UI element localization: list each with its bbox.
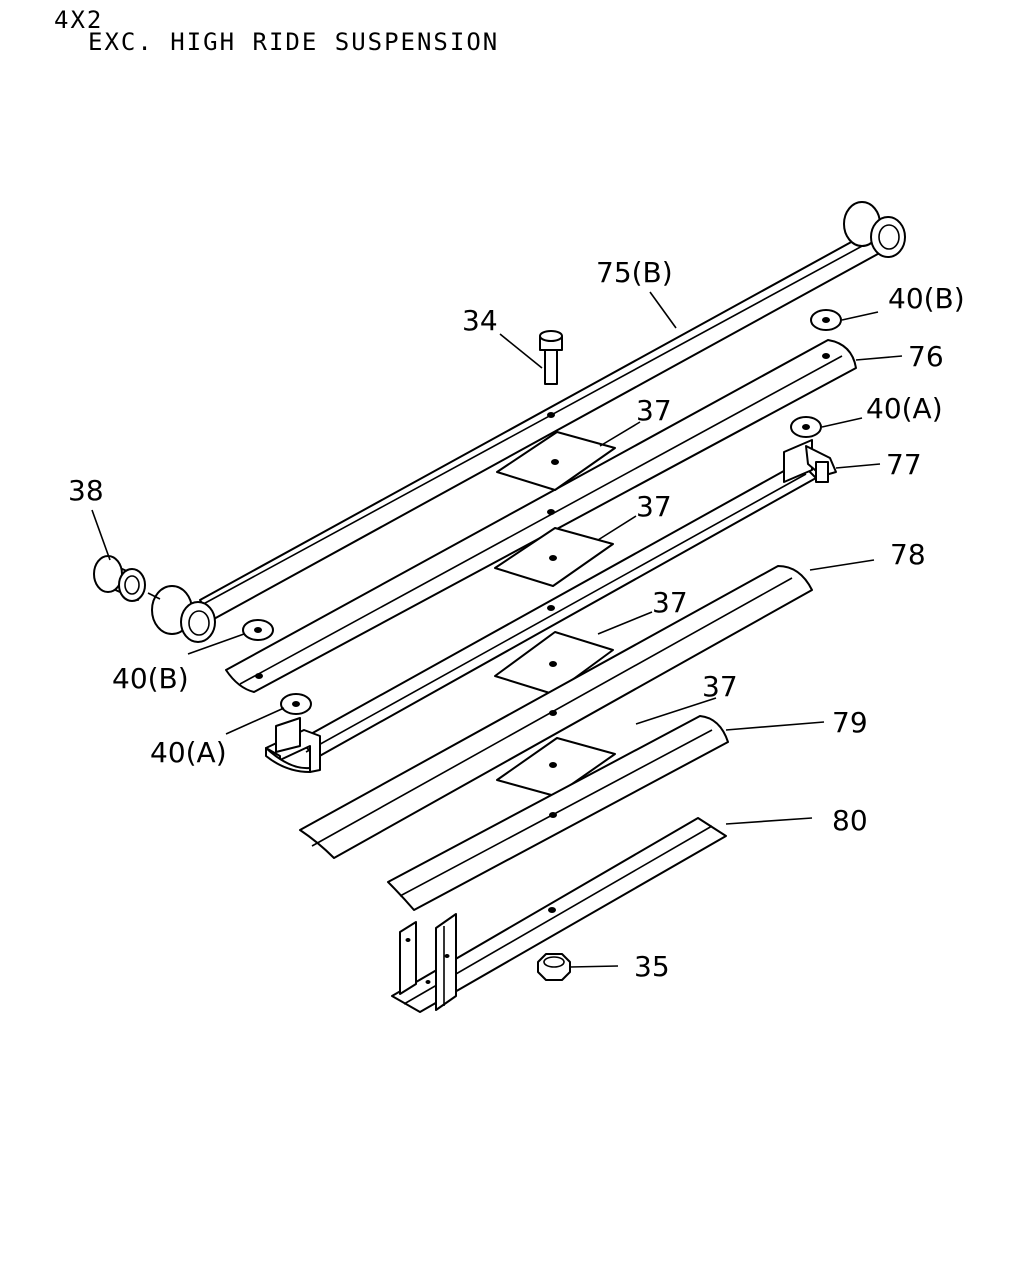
center-bolt-34: [539, 330, 563, 385]
callout-75b: 75(B): [596, 256, 673, 289]
callout-76: 76: [908, 340, 944, 373]
callout-labels: 75(B) 34 40(B) 76 40(A) 77 37 37 37 37 7…: [68, 256, 965, 983]
pad-40b-front: [242, 619, 274, 641]
callout-40a-rear: 40(A): [866, 392, 943, 425]
main-leaf-75b: [151, 201, 906, 643]
header-variant: 4X2: [54, 6, 104, 34]
leader-lines: [91, 291, 903, 968]
callout-37-3: 37: [652, 586, 688, 619]
callout-40b-front: 40(B): [112, 662, 189, 695]
leaf-78: [299, 565, 813, 859]
plate-37-2: [494, 527, 614, 587]
pad-40b-rear: [810, 309, 842, 331]
callout-35: 35: [634, 950, 670, 983]
callout-78: 78: [890, 538, 926, 571]
leaf-77: [265, 439, 837, 773]
callout-37-4: 37: [702, 670, 738, 703]
leaf-80: [391, 817, 727, 1013]
callout-37-2: 37: [636, 490, 672, 523]
plate-37-4: [496, 737, 616, 797]
leaf-76: [225, 339, 857, 693]
nut-35: [537, 953, 571, 981]
header-title: EXC. HIGH RIDE SUSPENSION: [88, 28, 500, 56]
pad-40a-front: [280, 693, 312, 715]
callout-38: 38: [68, 474, 104, 507]
pad-40a-rear: [790, 416, 822, 438]
callout-37-1: 37: [636, 394, 672, 427]
callout-40a-front: 40(A): [150, 736, 227, 769]
callout-40b-rear: 40(B): [888, 282, 965, 315]
plate-37-1: [496, 431, 616, 491]
callout-34: 34: [462, 304, 498, 337]
callout-80: 80: [832, 804, 868, 837]
leaf-79: [387, 715, 729, 911]
plate-37-3: [494, 631, 614, 695]
bushing-38: [93, 555, 161, 602]
callout-77: 77: [886, 448, 922, 481]
callout-79: 79: [832, 706, 868, 739]
